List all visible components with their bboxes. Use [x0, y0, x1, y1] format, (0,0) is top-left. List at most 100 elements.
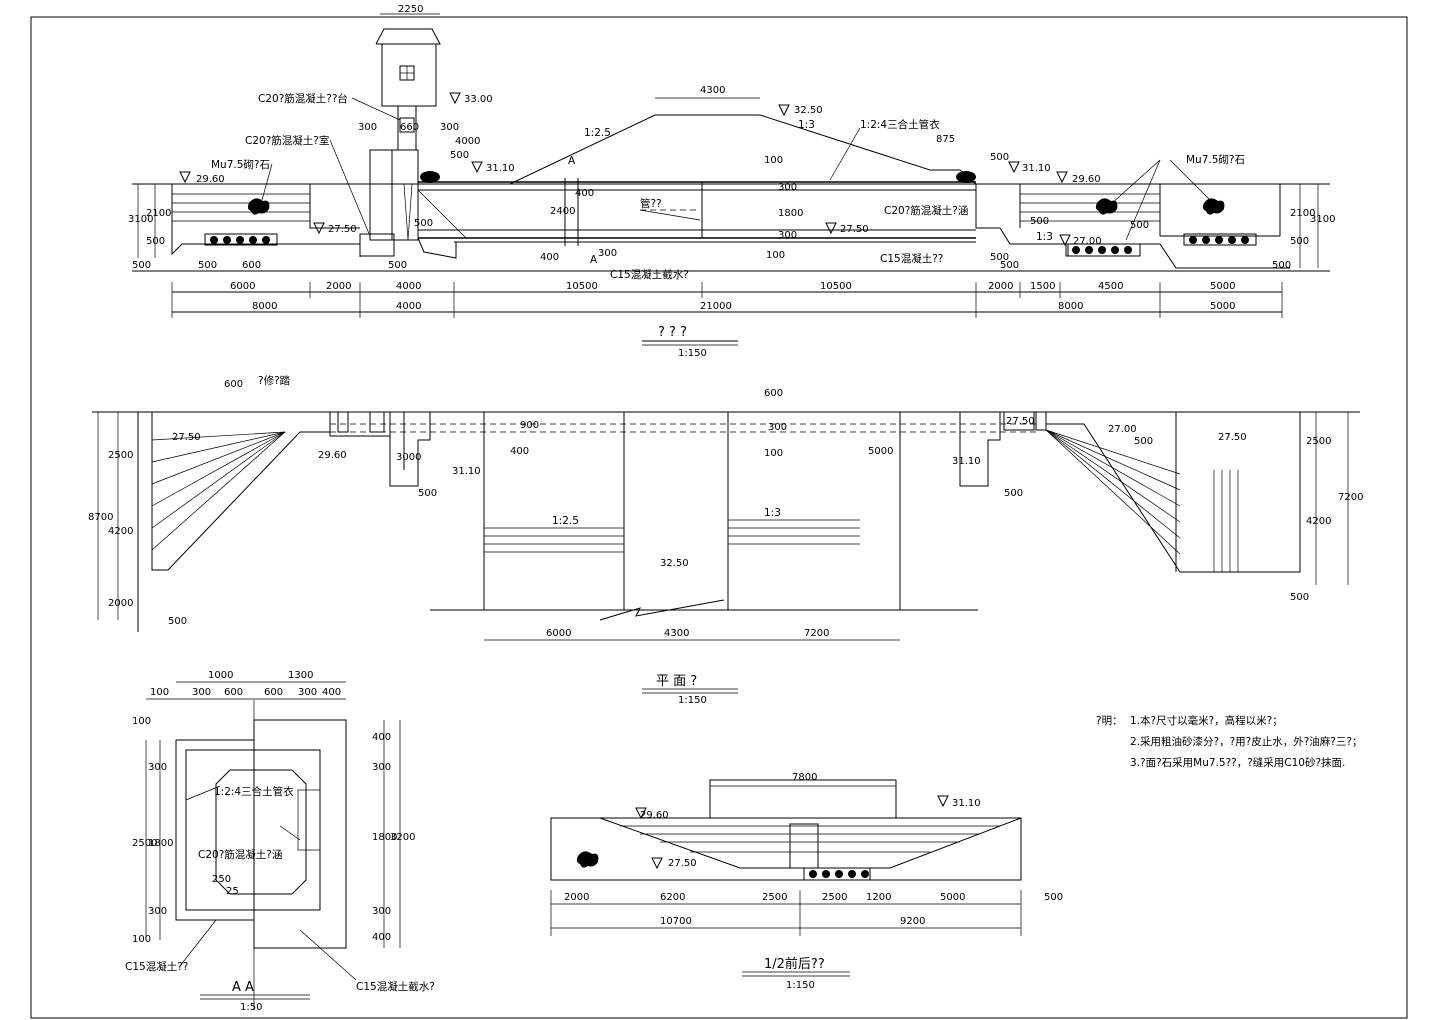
dimension-label: 7200 — [804, 628, 829, 639]
dimension-label: 7200 — [1338, 492, 1363, 503]
dimension-label: 6000 — [546, 628, 571, 639]
aa-label-c15-seal: C15混凝土截水? — [356, 980, 435, 993]
dimension-label: 600 — [242, 260, 261, 271]
dimension-label: 5000 — [1210, 281, 1235, 292]
aa-label-c20-tube: C20?筋混凝土?涵 — [198, 848, 282, 861]
dimension-label: 4000 — [396, 301, 421, 312]
drawing-border — [30, 16, 1408, 1019]
riprap-stones-right — [1065, 233, 1257, 257]
dimension-label: 100 — [132, 934, 151, 945]
dimension-label: 500 — [198, 260, 217, 271]
plan-view: ?修?踏 1:2.5 1:3 27.50 29.60 31.10 32.50 3… — [88, 374, 1363, 706]
section-slope-1-3-right: 1:3 — [1036, 231, 1053, 243]
section-elev-27-5-mid: 27.50 — [840, 224, 869, 235]
dimension-label: 2500 — [108, 450, 133, 461]
aa-scale: 1:50 — [240, 1002, 262, 1013]
dimension-label: 31.10 — [952, 798, 981, 809]
stone-symbol-left — [247, 198, 270, 215]
dimension-label: 100 — [766, 250, 785, 261]
dimension-label: 4300 — [664, 628, 689, 639]
section-label-c20-platform: C20?筋混凝土??台 — [258, 92, 348, 105]
dimension-label: 300 — [598, 248, 617, 259]
dimension-label: 500 — [990, 152, 1009, 163]
section-slope-1-3: 1:3 — [798, 119, 815, 131]
section-elev-31-1-right: 31.10 — [1022, 163, 1051, 174]
dimension-label: 7800 — [792, 772, 817, 783]
dimension-label: 5000 — [1210, 301, 1235, 312]
dimension-label: 10500 — [820, 281, 852, 292]
front-title: 1/2前后?? — [764, 956, 825, 972]
dimension-label: 1800 — [148, 838, 173, 849]
dimension-label: 10500 — [566, 281, 598, 292]
section-title: ? ? ? — [658, 325, 687, 340]
dimension-label: 2500 — [822, 892, 847, 903]
dimension-label: 400 — [372, 732, 391, 743]
plan-title: 平 面 ? — [656, 674, 697, 689]
dimension-label: 27.00 — [1108, 424, 1137, 435]
dimension-label: 9200 — [900, 916, 925, 927]
section-label-mu75-right: Mu7.5砌?石 — [1186, 154, 1245, 166]
dimension-label: 600 — [264, 687, 283, 698]
dimension-label: 300 — [440, 122, 459, 133]
dimension-label: 29.60 — [318, 450, 347, 461]
dimension-label: 4200 — [1306, 516, 1331, 527]
dimension-label: 4300 — [700, 85, 725, 96]
section-label-mix124: 1:2:4三合土管衣 — [860, 118, 940, 131]
dimension-label: 4000 — [396, 281, 421, 292]
dimension-label: 2000 — [988, 281, 1013, 292]
dimension-label: 25 — [226, 886, 239, 897]
dimension-label: 29.60 — [640, 810, 669, 821]
aa-concrete-fill — [253, 719, 347, 949]
aa-label-mix124: 1:2:4三合土管衣 — [214, 785, 294, 798]
aa-section-view: 1:2:4三合土管衣 C20?筋混凝土?涵 C15混凝土?? C15混凝土截水?… — [125, 670, 435, 1013]
dimension-label: 500 — [1130, 220, 1149, 231]
dimension-label: 3200 — [390, 832, 415, 843]
dimension-label: 4500 — [1098, 281, 1123, 292]
dimension-label: 31.10 — [452, 466, 481, 477]
dimension-label: 3100 — [1310, 214, 1335, 225]
dimension-label: 300 — [372, 906, 391, 917]
section-elev-27: 27.00 — [1073, 236, 1102, 247]
section-label-c15-seal: C15混凝土截水? — [610, 268, 689, 281]
section-label-mu75-left: Mu7.5砌?石 — [211, 159, 270, 171]
dimension-label: 500 — [418, 488, 437, 499]
dimension-label: 500 — [1272, 260, 1291, 271]
dimension-label: 2000 — [326, 281, 351, 292]
dimension-label: 3000 — [396, 452, 421, 463]
dimension-label: 31.10 — [952, 456, 981, 467]
dimension-label: 8000 — [1058, 301, 1083, 312]
dimension-label: 27.50 — [668, 858, 697, 869]
dimension-label: 500 — [1000, 260, 1019, 271]
section-mark-a-top: A — [568, 155, 576, 167]
notes-item-2: 2.采用粗油砂漆分?，?用?皮止水，外?油麻?三?； — [1130, 735, 1362, 748]
section-scale: 1:150 — [678, 348, 707, 359]
riprap-stones-left — [204, 233, 278, 246]
aa-label-c15-base: C15混凝土?? — [125, 960, 188, 973]
section-slope-1-2-5: 1:2.5 — [584, 127, 611, 139]
dimension-label: 2100 — [1290, 208, 1315, 219]
dimension-label: 2000 — [108, 598, 133, 609]
section-elev-33: 33.00 — [464, 94, 493, 105]
notes: ?明： 1.本?尺寸以毫米?，高程以米?； 2.采用粗油砂漆分?，?用?皮止水，… — [1096, 714, 1362, 769]
dimension-label: 5000 — [868, 446, 893, 457]
dimension-label: 400 — [510, 446, 529, 457]
seal-hatch-left — [359, 233, 395, 257]
dimension-label: 1000 — [208, 670, 233, 681]
dimension-label: 900 — [520, 420, 539, 431]
dimension-label: 2500 — [132, 838, 157, 849]
dimension-label: 1500 — [1030, 281, 1055, 292]
dimension-label: 500 — [1004, 488, 1023, 499]
plan-slope-1-2-5: 1:2.5 — [552, 515, 579, 527]
aa-title: A A — [232, 980, 254, 995]
dimension-label: 500 — [1290, 236, 1309, 247]
section-mark-a-bottom: A — [590, 254, 598, 266]
dimension-label: 500 — [132, 260, 151, 271]
dimension-label: 100 — [764, 155, 783, 166]
plan-scale: 1:150 — [678, 695, 707, 706]
dimension-label: 4000 — [455, 136, 480, 147]
dimension-label: 2500 — [762, 892, 787, 903]
notes-head: ?明： — [1096, 715, 1123, 727]
stone-symbol-right-1 — [1095, 198, 1118, 215]
dimension-label: 300 — [372, 762, 391, 773]
